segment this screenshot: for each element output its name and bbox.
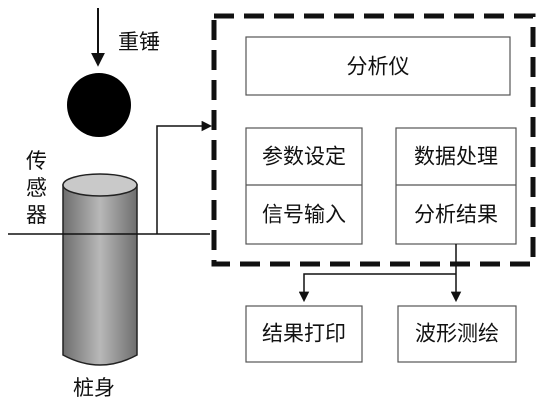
pile-label: 桩身 (73, 376, 115, 400)
hammer-ball (67, 73, 131, 137)
hammer-label: 重锤 (118, 30, 160, 54)
analyzer-boundary (211, 13, 536, 267)
sensor-label: 传感器 (26, 149, 47, 227)
print-result-label: 结果打印 (262, 321, 346, 346)
analyzer-title-box (245, 36, 511, 96)
output-arrow-print (298, 273, 456, 303)
param-setting-label: 参数设定 (262, 144, 346, 169)
processing-module-box (395, 127, 517, 245)
print-result-box (245, 305, 363, 363)
data-processing-label: 数据处理 (414, 144, 498, 169)
signal-input-label: 信号输入 (262, 202, 346, 227)
waveform-box (397, 305, 517, 363)
input-module-box (245, 127, 363, 245)
waveform-label: 波形测绘 (415, 321, 499, 346)
pile-body (62, 173, 138, 366)
analyzer-title: 分析仪 (346, 54, 410, 79)
sensor-signal-line (156, 120, 213, 234)
analysis-result-label: 分析结果 (414, 202, 498, 227)
